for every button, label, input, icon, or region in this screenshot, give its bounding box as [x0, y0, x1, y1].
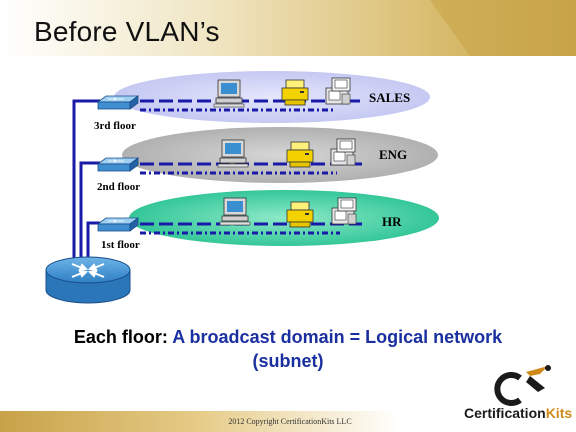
slide-title: Before VLAN’s: [34, 16, 220, 47]
caption-highlight: A broadcast domain = Logical network: [172, 327, 503, 347]
department-label-eng: ENG: [379, 147, 408, 162]
switch-icon: [97, 217, 139, 232]
switch-icon: [97, 157, 139, 172]
desktop-computer-icon: [213, 79, 245, 108]
logo-part-1: Certification: [464, 405, 546, 421]
router-icon: [45, 256, 131, 304]
switch-icon: [97, 95, 139, 110]
printer-icon: [286, 201, 314, 228]
desktop-computer-icon: [217, 139, 249, 168]
caption-line-1: Each floor: A broadcast domain = Logical…: [0, 327, 576, 348]
footer-bar: [0, 411, 400, 432]
logo-wordmark: CertificationKits: [464, 405, 572, 421]
department-label-hr: HR: [382, 214, 402, 229]
caption-prefix: Each floor:: [73, 327, 173, 347]
logo-part-2: Kits: [545, 405, 573, 421]
floor-label-2nd: 2nd floor: [97, 181, 141, 193]
printer-icon: [281, 79, 309, 106]
riser-cables: [72, 99, 100, 262]
department-label-sales: SALES: [369, 90, 411, 105]
caption-line-2: (subnet): [252, 351, 324, 371]
title-band-accent: [430, 0, 576, 56]
printer-icon: [286, 141, 314, 168]
footer-copyright: 2012 Copyright CertificationKits LLC: [228, 417, 352, 426]
floor-label-1st: 1st floor: [101, 239, 140, 251]
certificationkits-logo-icon: [494, 365, 551, 406]
floor-label-3rd: 3rd floor: [94, 120, 136, 132]
floor-cables: [140, 99, 362, 235]
desktop-computer-icon: [219, 197, 251, 226]
eng-floor-ellipse: [122, 127, 438, 183]
